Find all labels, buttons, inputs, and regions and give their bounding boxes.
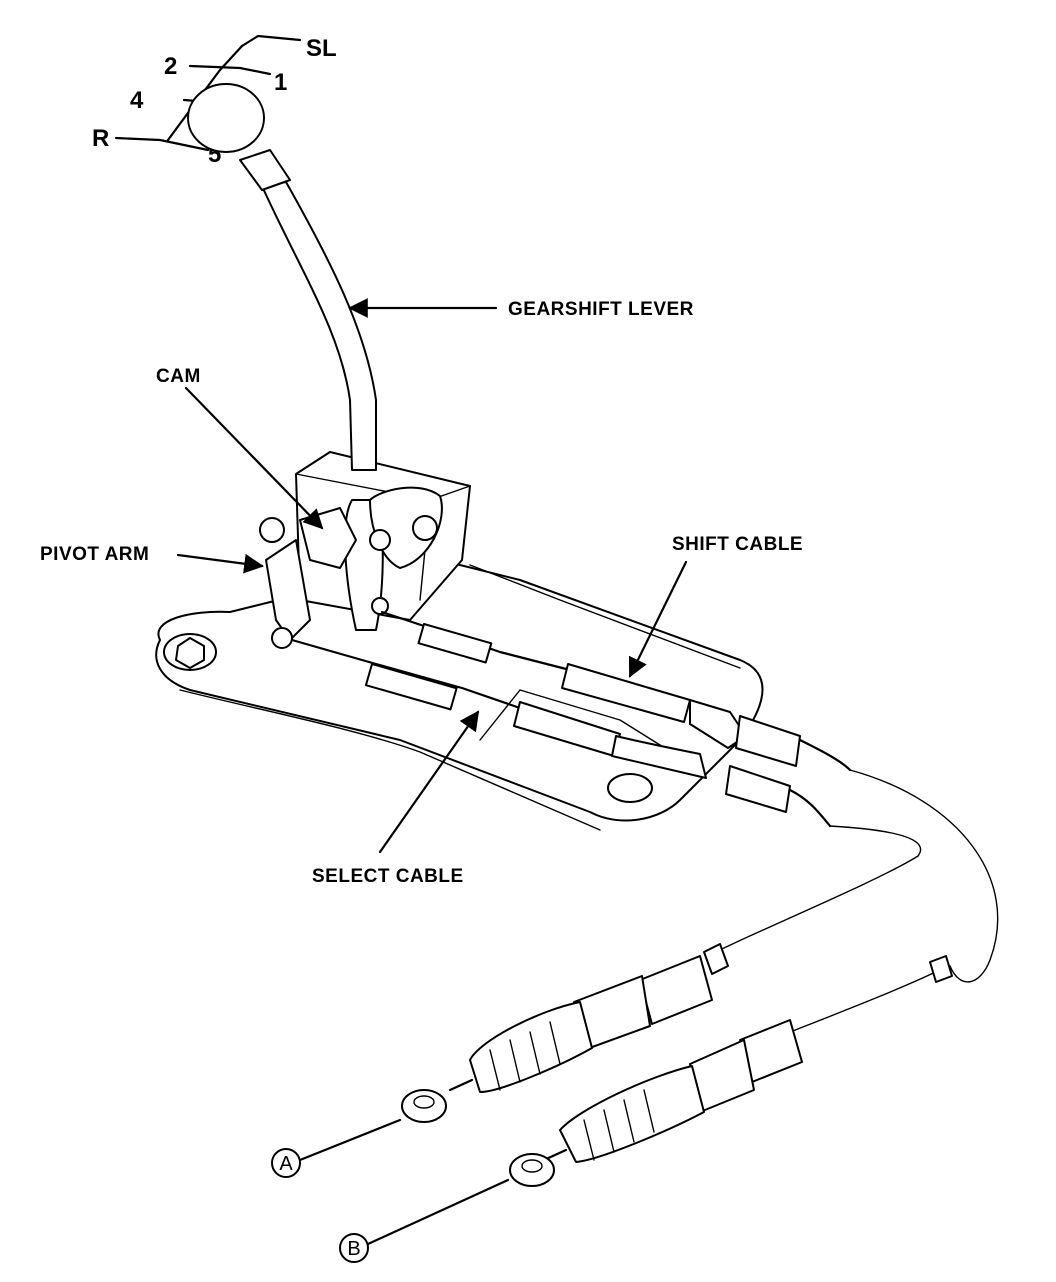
leader-shift-cable bbox=[628, 560, 688, 678]
cable-end-a-boot bbox=[469, 1001, 593, 1093]
ref-marker-b: B bbox=[339, 1233, 369, 1263]
pivot-bolt bbox=[259, 517, 285, 543]
label-gearshift-lever: GEARSHIFT LEVER bbox=[508, 299, 694, 320]
gearshift-lever bbox=[187, 83, 377, 471]
ref-marker-b-text: B bbox=[347, 1238, 360, 1260]
cable-end-b-boot bbox=[559, 1065, 705, 1163]
cable-assembly-upper bbox=[290, 610, 852, 828]
label-pivot-arm: PIVOT ARM bbox=[40, 544, 149, 565]
cable-end-a bbox=[401, 943, 729, 1123]
gear-label-1: 1 bbox=[274, 69, 287, 96]
cable-end-b bbox=[509, 955, 953, 1187]
gear-label-r: R bbox=[92, 125, 109, 152]
leader-select-cable bbox=[378, 710, 480, 854]
leader-cable-end-a bbox=[298, 1118, 402, 1162]
lever-housing bbox=[259, 451, 471, 649]
mounting-hole bbox=[607, 773, 653, 803]
shift-knob bbox=[187, 83, 265, 153]
ref-marker-a: A bbox=[271, 1148, 301, 1178]
cable-run bbox=[719, 769, 999, 1041]
shift-cable-turnbuckle bbox=[417, 623, 493, 664]
leader-cable-end-b bbox=[366, 1178, 510, 1246]
select-cable-turnbuckle bbox=[364, 663, 458, 711]
label-shift-cable: SHIFT CABLE bbox=[672, 534, 803, 555]
cable-end-a-eyelet bbox=[401, 1089, 447, 1123]
gear-label-2: 2 bbox=[164, 53, 177, 80]
leader-cam bbox=[184, 386, 324, 530]
label-select-cable: SELECT CABLE bbox=[312, 866, 464, 887]
gear-label-sl: SL bbox=[306, 35, 337, 62]
leader-pivot-arm bbox=[176, 553, 264, 574]
label-cam: CAM bbox=[156, 366, 201, 387]
gear-label-4: 4 bbox=[130, 87, 144, 114]
ref-marker-a-text: A bbox=[279, 1153, 293, 1175]
pivot-arm-part bbox=[265, 539, 311, 641]
cable-end-b-eyelet bbox=[509, 1153, 555, 1187]
leader-lines bbox=[176, 298, 688, 1246]
